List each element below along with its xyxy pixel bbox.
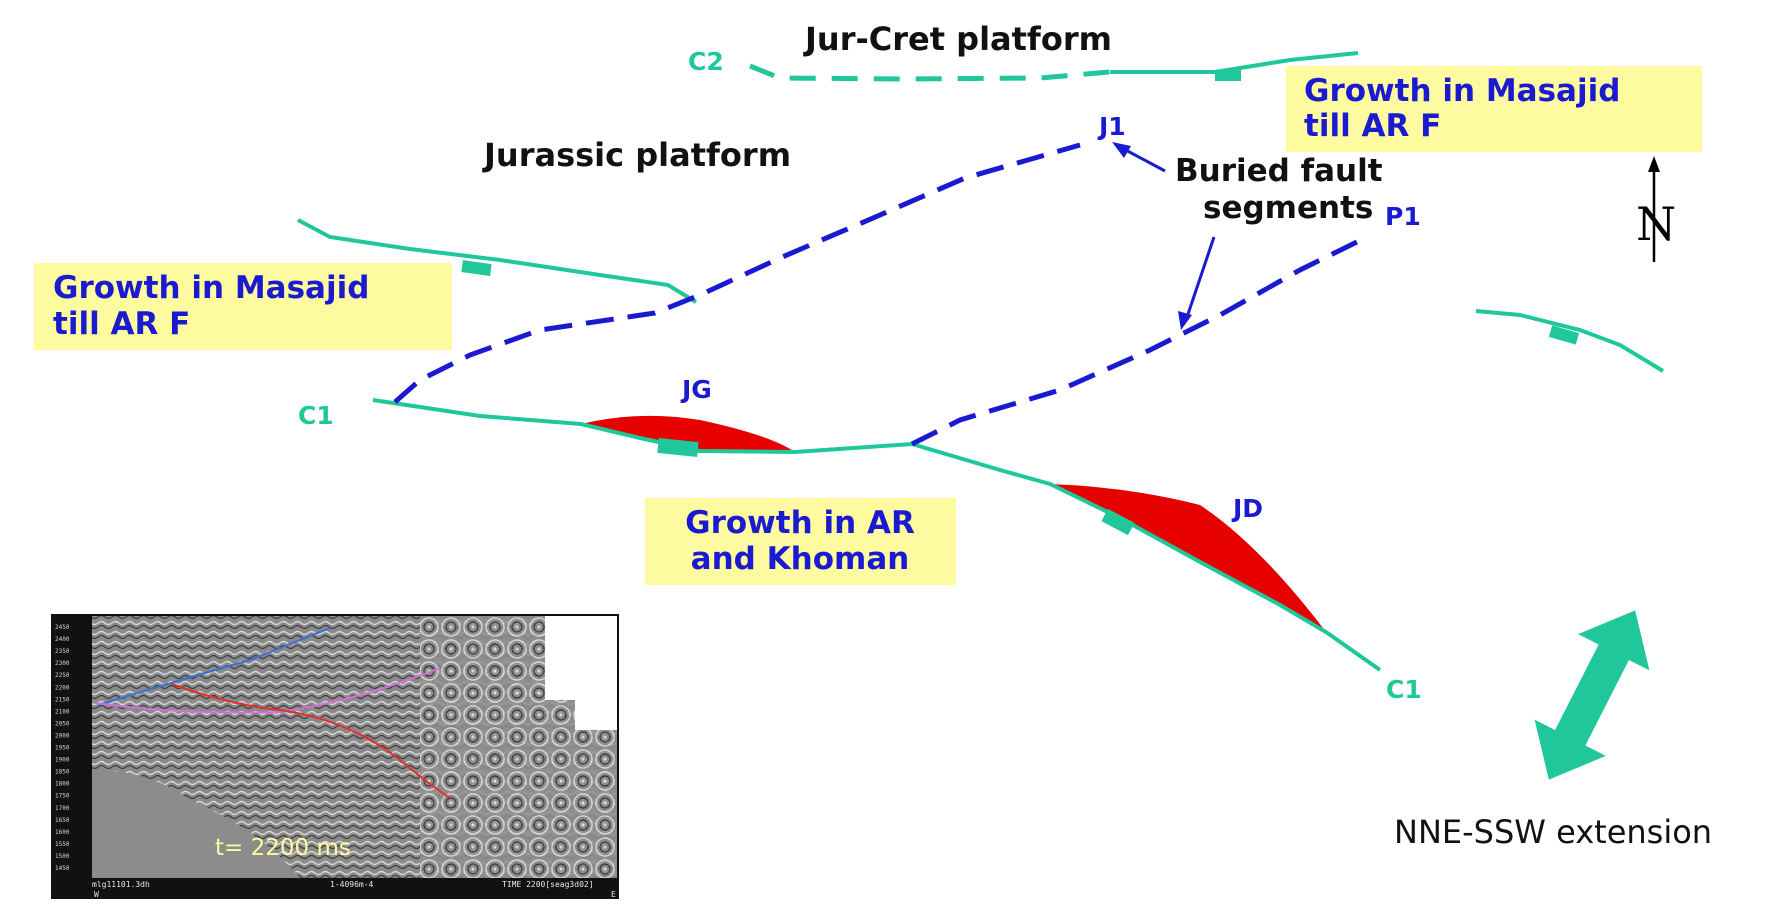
- label-fault-c2: C2: [688, 47, 724, 76]
- buried-fault-j1: [393, 142, 1081, 404]
- note-box-west: [34, 263, 452, 350]
- north-arrow-icon: [1648, 156, 1660, 262]
- inset-y-tick-label: 1750: [55, 793, 70, 800]
- pointer-arrow-p1: [1184, 236, 1216, 321]
- inset-y-tick-label: 1450: [55, 865, 70, 872]
- note-box-northeast: [1286, 66, 1702, 152]
- pointer-arrow-j1: [1121, 146, 1166, 173]
- note-northeast-line1: Growth in Masajid: [1304, 73, 1620, 109]
- north-arrow-label: N: [1636, 197, 1676, 251]
- inset-y-tick-label: 2100: [55, 708, 70, 715]
- fault-c1-tick-east: [1101, 508, 1135, 536]
- label-jurassic-platform: Jurassic platform: [482, 136, 791, 174]
- pointer-arrowhead-j1: [1112, 142, 1131, 158]
- fault-c2-dashed: [749, 63, 1111, 82]
- inset-y-tick-label: 2000: [55, 732, 70, 739]
- pointer-arrowhead-p1: [1178, 311, 1192, 330]
- inset-y-tick-label: 1500: [55, 853, 70, 860]
- inset-y-tick-label: 2450: [55, 624, 70, 631]
- inset-horizon-red: [171, 683, 451, 799]
- fault-c2-tick: [1215, 70, 1241, 81]
- inset-y-tick-label: 1850: [55, 769, 70, 776]
- note-northeast-line2: till AR F: [1304, 108, 1441, 144]
- inset-footer-mid: 1-4096m-4: [330, 880, 374, 889]
- inset-y-tick-label: 2200: [55, 684, 70, 691]
- label-extension: NNE-SSW extension: [1394, 813, 1712, 851]
- inset-y-tick-label: 1550: [55, 841, 70, 848]
- fault-jurassic-west: [297, 218, 698, 304]
- double-arrow-icon: [1534, 610, 1650, 780]
- inset-time-label: t= 2200 ms: [215, 835, 351, 861]
- growth-wedge-jd: [1050, 484, 1326, 632]
- inset-y-tick-label: 2350: [55, 648, 70, 655]
- note-center-line1: Growth in AR: [685, 505, 915, 541]
- inset-horizon-blue: [97, 627, 331, 706]
- label-fault-p1: P1: [1385, 202, 1421, 231]
- inset-y-tick-label: 2400: [55, 636, 70, 643]
- fault-c2-solid: [1110, 51, 1359, 74]
- label-fault-j1: J1: [1097, 112, 1126, 141]
- inset-y-tick-label: 2150: [55, 696, 70, 703]
- fault-c1-tick-west: [657, 437, 699, 458]
- inset-footer-w: W: [94, 890, 99, 899]
- inset-footer-right: TIME 2200[seag3d02]: [502, 880, 594, 889]
- fault-east-tick: [1548, 325, 1580, 345]
- inset-y-tick-label: 2300: [55, 660, 70, 667]
- inset-y-tick-label: 1900: [55, 757, 70, 764]
- label-fault-c1-west: C1: [298, 401, 334, 430]
- inset-y-tick-label: 2250: [55, 672, 70, 679]
- fault-east: [1475, 309, 1665, 373]
- fault-c1: [372, 398, 1382, 672]
- label-wedge-jd: JD: [1231, 494, 1263, 523]
- inset-y-axis: 2450 2400 2350 2300 2250 2200 2150 2100 2050 2000…: [55, 624, 70, 872]
- note-box-center: [645, 498, 956, 585]
- note-west-line1: Growth in Masajid: [53, 270, 369, 306]
- inset-y-tick-label: 2050: [55, 720, 70, 727]
- inset-y-tick-label: 1600: [55, 829, 70, 836]
- note-center-line2: and Khoman: [691, 541, 910, 577]
- label-wedge-jg: JG: [680, 375, 712, 404]
- label-buried-fault-line2: segments: [1203, 190, 1373, 226]
- growth-wedge-jg: [581, 415, 795, 452]
- inset-y-tick-label: 1950: [55, 745, 70, 752]
- inset-footer-left: mlg11101.3dh: [92, 880, 150, 889]
- inset-y-tick-label: 1700: [55, 805, 70, 812]
- label-buried-fault-line1: Buried fault: [1175, 153, 1383, 189]
- buried-fault-p1: [910, 235, 1367, 447]
- label-jur-cret-platform: Jur-Cret platform: [803, 20, 1112, 58]
- fault-jurassic-tick: [461, 260, 492, 277]
- inset-footer-e: E: [611, 890, 616, 899]
- inset-y-tick-label: 1800: [55, 781, 70, 788]
- label-fault-c1-south: C1: [1386, 675, 1422, 704]
- inset-y-tick-label: 1650: [55, 817, 70, 824]
- inset-horizon-magenta: [94, 667, 441, 714]
- seismic-inset: t= 2200 ms mlg11101.3dh 1-4096m-4 TIME 2…: [51, 614, 619, 899]
- note-west-line2: till AR F: [53, 306, 190, 342]
